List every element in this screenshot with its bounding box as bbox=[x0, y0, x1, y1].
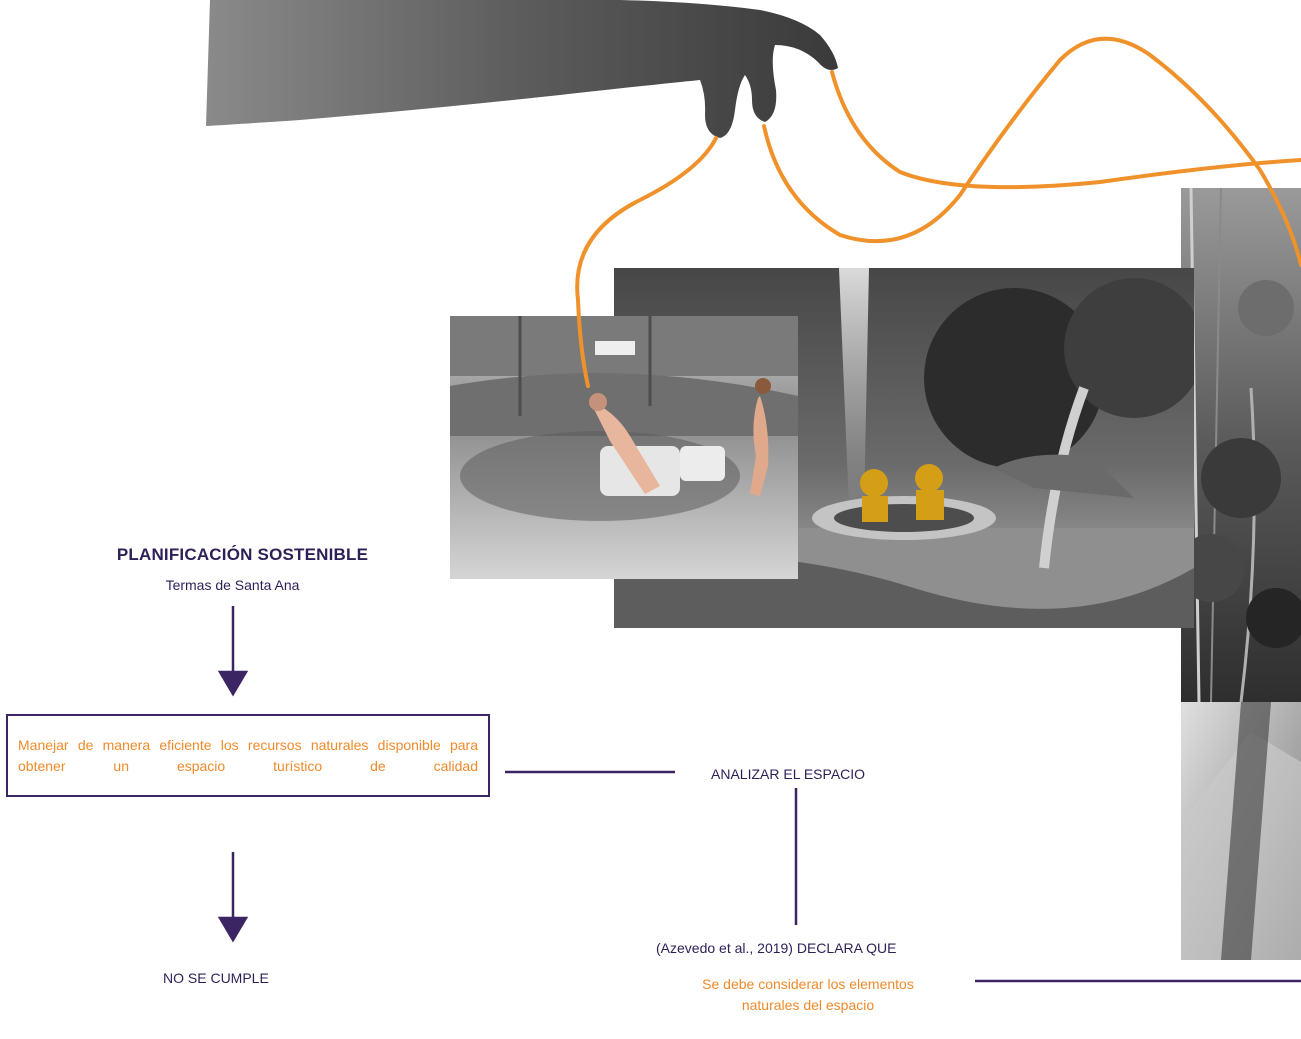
diagram-title: PLANIFICACIÓN SOSTENIBLE bbox=[116, 545, 369, 564]
rock-photo bbox=[1181, 702, 1301, 960]
string-middle bbox=[762, 36, 1301, 267]
arrow-down-1-head bbox=[217, 670, 249, 697]
string-right bbox=[830, 70, 1301, 190]
arrow-down-2-head bbox=[217, 916, 249, 943]
citation-label: (Azevedo et al., 2019) DECLARA QUE bbox=[656, 940, 897, 956]
diagram-subtitle: Termas de Santa Ana bbox=[165, 577, 300, 593]
hand-illustration bbox=[206, 0, 838, 138]
analyze-label: ANALIZAR EL ESPACIO bbox=[711, 766, 866, 782]
lounge-scene-photo bbox=[450, 316, 798, 579]
conclusion-text: Se debe considerar los elementos natural… bbox=[702, 976, 914, 1013]
string-left bbox=[575, 136, 718, 388]
objective-box: Manejar de manera eficiente los recursos… bbox=[6, 714, 490, 797]
objective-text: Manejar de manera eficiente los recursos… bbox=[18, 736, 478, 774]
result-label: NO SE CUMPLE bbox=[163, 970, 269, 986]
vegetation-photo-strip bbox=[1181, 188, 1301, 702]
